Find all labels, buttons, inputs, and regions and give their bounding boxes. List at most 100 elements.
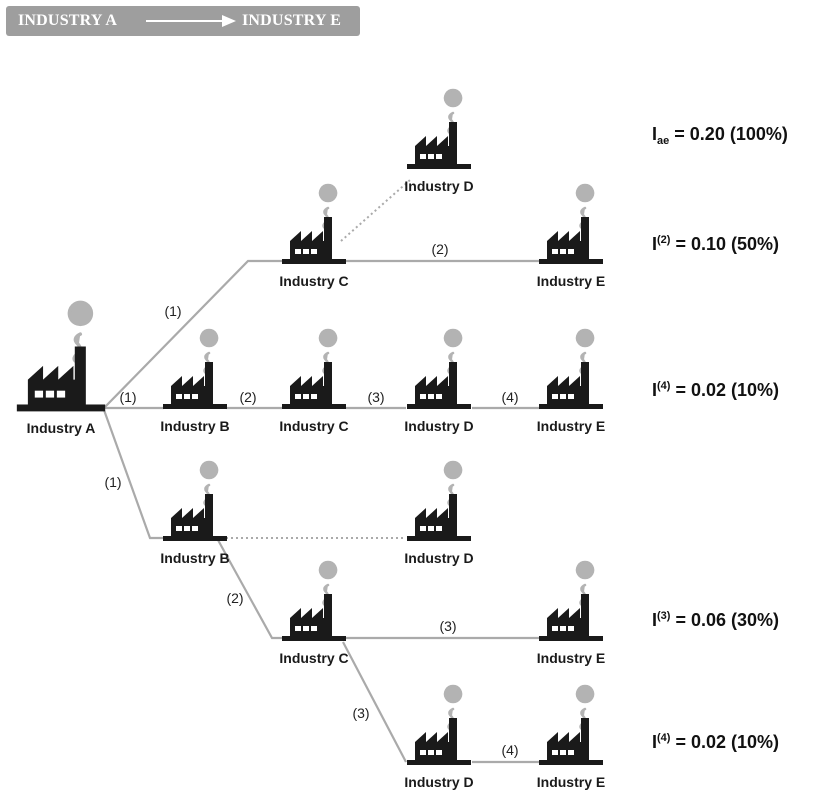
- edge-step-label: (2): [239, 389, 256, 405]
- window-icon: [420, 394, 426, 399]
- edge-c1-d0: [340, 179, 411, 242]
- header-arrow-shaft: [146, 20, 226, 22]
- node-label: Industry D: [404, 550, 473, 566]
- edge-step-label: (2): [226, 590, 243, 606]
- formula-symbol: I: [652, 732, 658, 752]
- solid-connector: [342, 641, 407, 763]
- node-d2: Industry D: [404, 328, 474, 434]
- factory-icon: [163, 460, 227, 541]
- window-icon: [436, 526, 442, 531]
- formula-path-4: I(4) = 0.02 (10%): [652, 732, 779, 753]
- node-label: Industry B: [160, 418, 229, 434]
- node-d5: Industry D: [404, 684, 474, 790]
- edge-step-label: (1): [119, 389, 136, 405]
- node-label: Industry C: [279, 650, 348, 666]
- dotted-connector: [340, 179, 411, 242]
- window-icon: [56, 390, 66, 398]
- formula-path-1: I(2) = 0.10 (50%): [652, 234, 779, 255]
- solid-connector: [103, 259, 282, 409]
- window-icon: [420, 750, 426, 755]
- formula-superscript: (4): [657, 380, 671, 392]
- window-icon: [295, 394, 301, 399]
- node-label: Industry A: [27, 420, 96, 436]
- edge-c1-e1: (2): [341, 241, 540, 263]
- node-e5: Industry E: [537, 684, 605, 790]
- edge-step-label: (1): [164, 303, 181, 319]
- edge-step-label: (4): [501, 742, 518, 758]
- window-icon: [428, 154, 434, 159]
- solid-connector: [217, 539, 282, 640]
- formula-total: Iae = 0.20 (100%): [652, 124, 788, 147]
- edge-c4-e4: (3): [346, 618, 540, 640]
- factory-icon: [539, 560, 603, 641]
- window-icon: [568, 249, 574, 254]
- window-icon: [552, 249, 558, 254]
- edge-d2-e2: (4): [472, 389, 540, 410]
- node-e2: Industry E: [537, 328, 605, 434]
- edge-step-label: (3): [352, 705, 369, 721]
- window-icon: [34, 390, 44, 398]
- factory-icon: [282, 328, 346, 409]
- node-c4: Industry C: [279, 560, 349, 666]
- factory-icon: [163, 328, 227, 409]
- node-label: Industry E: [537, 418, 605, 434]
- header-arrow-icon: [222, 15, 236, 27]
- window-icon: [436, 154, 442, 159]
- window-icon: [428, 526, 434, 531]
- node-label: Industry D: [404, 178, 473, 194]
- edge-step-label: (3): [439, 618, 456, 634]
- factory-icon: [407, 684, 471, 765]
- formula-path-3: I(3) = 0.06 (30%): [652, 610, 779, 631]
- window-icon: [552, 626, 558, 631]
- formula-value: = 0.02 (10%): [675, 380, 780, 400]
- edge-c4-d5: (3): [342, 641, 407, 763]
- node-label: Industry C: [279, 273, 348, 289]
- window-icon: [295, 249, 301, 254]
- formula-value: = 0.10 (50%): [675, 234, 780, 254]
- edge-b2-c2: (2): [226, 389, 282, 410]
- window-icon: [436, 750, 442, 755]
- window-icon: [560, 626, 566, 631]
- window-icon: [45, 390, 55, 398]
- factory-icon: [282, 560, 346, 641]
- formula-value: = 0.02 (10%): [675, 732, 780, 752]
- formula-symbol: I: [652, 234, 658, 254]
- window-icon: [436, 394, 442, 399]
- factory-icon: [407, 328, 471, 409]
- node-label: Industry D: [404, 774, 473, 790]
- nodes-layer: Industry A Industry D Industry C Industry E…: [16, 88, 605, 790]
- edge-c2-d2: (3): [346, 389, 406, 410]
- node-b2: Industry B: [160, 328, 230, 434]
- window-icon: [303, 626, 309, 631]
- window-icon: [428, 394, 434, 399]
- window-icon: [295, 626, 301, 631]
- header-from-label: INDUSTRY A: [18, 12, 118, 29]
- formula-symbol: I: [652, 380, 658, 400]
- window-icon: [184, 394, 190, 399]
- window-icon: [560, 750, 566, 755]
- factory-icon: [282, 183, 346, 264]
- node-c1: Industry C: [279, 183, 349, 289]
- factory-icon: [539, 328, 603, 409]
- window-icon: [176, 394, 182, 399]
- window-icon: [311, 394, 317, 399]
- formula-value: = 0.06 (30%): [675, 610, 780, 630]
- window-icon: [568, 394, 574, 399]
- node-a1: Industry A: [16, 300, 106, 436]
- window-icon: [560, 394, 566, 399]
- edge-b3-c4: (2): [217, 539, 282, 640]
- edge-a1-b3: (1): [102, 409, 164, 540]
- window-icon: [311, 626, 317, 631]
- window-icon: [420, 526, 426, 531]
- edge-step-label: (1): [104, 474, 121, 490]
- formula-symbol: I: [652, 124, 658, 144]
- window-icon: [560, 249, 566, 254]
- formula-symbol: I: [652, 610, 658, 630]
- factory-icon: [16, 300, 106, 412]
- edge-a1-b2: (1): [104, 389, 164, 410]
- window-icon: [176, 526, 182, 531]
- window-icon: [311, 249, 317, 254]
- node-b3: Industry B: [160, 460, 230, 566]
- factory-icon: [407, 460, 471, 541]
- formula-value: = 0.20 (100%): [674, 124, 788, 144]
